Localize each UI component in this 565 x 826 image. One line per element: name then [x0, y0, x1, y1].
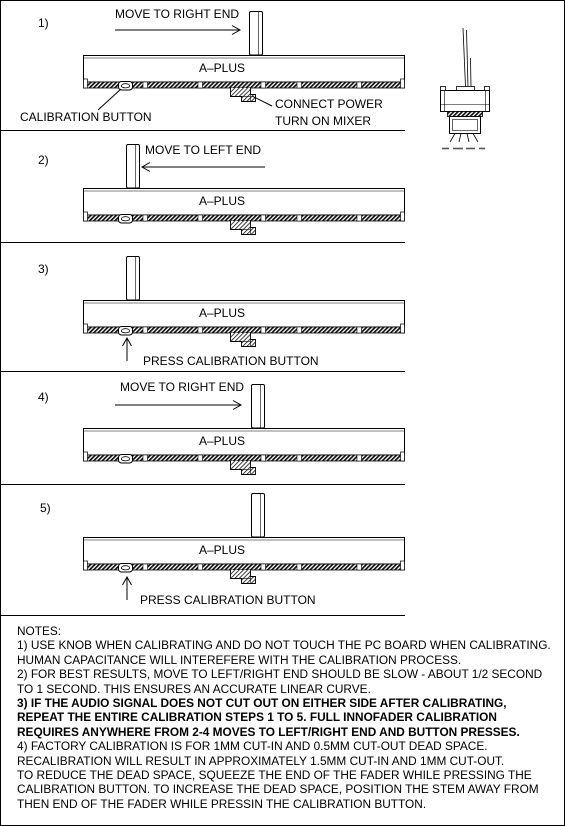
step-instruction: PRESS CALIBRATION BUTTON [143, 354, 319, 368]
fader-end-view-pcb [449, 116, 481, 134]
power-connector [230, 569, 256, 584]
step-1: 1) MOVE TO RIGHT END A–PLUS CALIBRATION … [20, 7, 405, 128]
note-2-line: TO 1 SECOND. THIS ENSURES AN ACCURATE LI… [17, 681, 371, 696]
step-number: 2) [38, 153, 49, 167]
fader-stem-right-end [251, 493, 265, 538]
calibration-button-callout: CALIBRATION BUTTON [20, 110, 152, 124]
connect-power-callout: CONNECT POWER [275, 97, 383, 111]
power-connector [230, 460, 256, 475]
calibration-button [118, 454, 133, 464]
fader-stem-left-end [126, 256, 140, 301]
power-connector [230, 220, 256, 235]
fader-stem-right-end [251, 384, 265, 429]
note-4-line: TO REDUCE THE DEAD SPACE, SQUEEZE THE EN… [17, 767, 532, 782]
press-button-arrow [122, 336, 132, 361]
power-connector [230, 332, 256, 347]
step-instruction: MOVE TO RIGHT END [120, 380, 244, 394]
calibration-button-leader [97, 88, 122, 111]
fader-end-view [440, 27, 490, 150]
move-right-arrow [115, 25, 242, 35]
fader-label: A–PLUS [199, 434, 245, 448]
calibration-button [118, 326, 133, 336]
fader-label: A–PLUS [199, 543, 245, 557]
fader-stem-right-end [249, 11, 263, 56]
fader-label: A–PLUS [199, 306, 245, 320]
fader-end-view-body [440, 90, 490, 112]
press-button-arrow [122, 575, 132, 600]
note-4-line: RECALIBRATION WILL RESULT IN APPROXIMATE… [17, 753, 505, 768]
step-4: 4) MOVE TO RIGHT END A–PLUS [38, 380, 405, 475]
step-5: 5) A–PLUS PRESS CALIBRATION BUTTON [40, 493, 405, 607]
step-instruction: PRESS CALIBRATION BUTTON [140, 593, 316, 607]
calibration-button [118, 563, 133, 573]
move-left-arrow [140, 162, 265, 172]
fader-end-view-shaft [462, 27, 472, 88]
step-instruction: MOVE TO RIGHT END [115, 7, 239, 21]
note-1-line: HUMAN CAPACITANCE WILL INTEREFERE WITH T… [17, 652, 462, 667]
move-right-arrow [115, 400, 243, 410]
note-3-line: REPEAT THE ENTIRE CALIBRATION STEPS 1 TO… [17, 710, 497, 725]
note-4-line: 4) FACTORY CALIBRATION IS FOR 1MM CUT-IN… [17, 739, 488, 754]
note-4-line: THEN END OF THE FADER WHILE PRESSIN THE … [17, 796, 427, 811]
calibration-button [118, 214, 133, 224]
step-number: 4) [38, 390, 49, 404]
power-connector [230, 87, 256, 102]
fader-label: A–PLUS [199, 194, 245, 208]
step-instruction: MOVE TO LEFT END [145, 143, 261, 157]
note-4-line: CALIBRATION BUTTON. TO INCREASE THE DEAD… [17, 782, 539, 797]
step-2: 2) MOVE TO LEFT END A–PLUS [38, 143, 405, 235]
step-number: 3) [38, 262, 49, 276]
note-2-line: 2) FOR BEST RESULTS, MOVE TO LEFT/RIGHT … [17, 667, 543, 682]
step-3: 3) A–PLUS PRESS CALIBRATION BUTTON [38, 256, 405, 368]
fader-stem-left-end [126, 144, 140, 189]
pin-leads [449, 133, 479, 143]
step-number: 1) [38, 16, 49, 30]
turn-on-mixer-callout: TURN ON MIXER [275, 114, 371, 128]
fader-label: A–PLUS [199, 61, 245, 75]
note-3-line: REQUIRES ANYWHERE FROM 2-4 MOVES TO LEFT… [17, 724, 520, 739]
step-number: 5) [40, 501, 51, 515]
note-1-line: 1) USE KNOB WHEN CALIBRATING AND DO NOT … [17, 638, 551, 653]
notes-heading: NOTES: [17, 624, 62, 638]
connector-leader [251, 95, 273, 107]
notes-section: NOTES: 1) USE KNOB WHEN CALIBRATING AND … [17, 624, 551, 811]
note-3-line: 3) IF THE AUDIO SIGNAL DOES NOT CUT OUT … [17, 695, 507, 710]
